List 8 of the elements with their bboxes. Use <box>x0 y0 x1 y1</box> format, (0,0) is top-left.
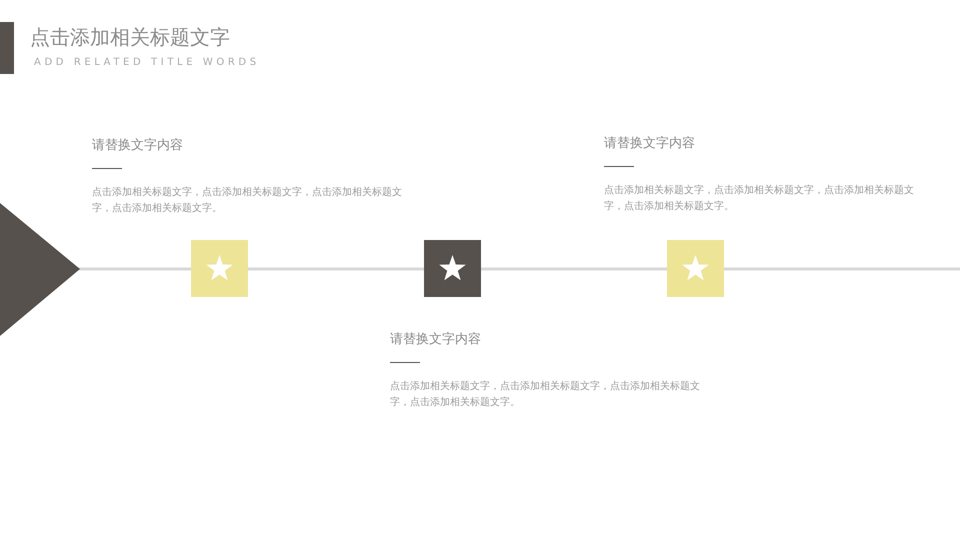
section-heading: 请替换文字内容 <box>604 135 695 152</box>
section-heading: 请替换文字内容 <box>390 331 481 348</box>
section-heading: 请替换文字内容 <box>92 137 183 154</box>
body-text: 点击添加相关标题文字，点击添加相关标题文字，点击添加相关标题文字，点击添加相关标题文字。 <box>604 184 915 214</box>
body-text: 点击添加相关标题文字，点击添加相关标题文字，点击添加相关标题文字，点击添加相关标题文字。 <box>390 380 701 410</box>
body-text: 点击添加相关标题文字，点击添加相关标题文字，点击添加相关标题文字，点击添加相关标题文字。 <box>92 186 403 216</box>
subtitle: ADD RELATED TITLE WORDS <box>34 57 260 68</box>
slide-title: 点击添加相关标题文字 <box>30 24 230 51</box>
